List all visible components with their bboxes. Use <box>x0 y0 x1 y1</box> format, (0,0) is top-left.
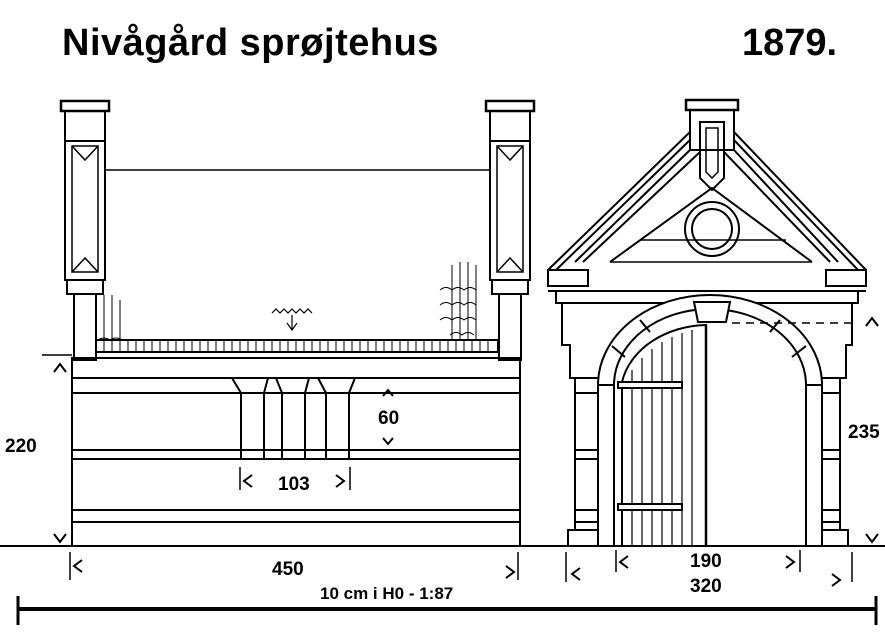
scale-label: 10 cm i H0 - 1:87 <box>320 584 453 603</box>
gable-width-label: 320 <box>690 576 722 597</box>
gable-elevation <box>547 98 867 547</box>
side-wall <box>71 357 521 547</box>
side-length-label: 450 <box>272 559 304 580</box>
gutter-band <box>95 339 499 353</box>
panel-height-label: 60 <box>378 408 399 429</box>
door-width-label: 190 <box>690 551 722 572</box>
panel-width-label: 103 <box>278 474 310 495</box>
left-pillar <box>59 99 111 361</box>
door <box>617 323 708 547</box>
right-pillar <box>484 99 536 361</box>
gable-height-label: 235 <box>848 422 880 443</box>
dimension-lines <box>42 316 879 587</box>
drawing-title: Nivågård sprøjtehus <box>62 22 439 64</box>
side-height-label: 220 <box>5 436 37 457</box>
side-elevation <box>59 99 536 547</box>
scale-bar <box>16 596 878 625</box>
drawing-year: 1879. <box>742 22 838 64</box>
